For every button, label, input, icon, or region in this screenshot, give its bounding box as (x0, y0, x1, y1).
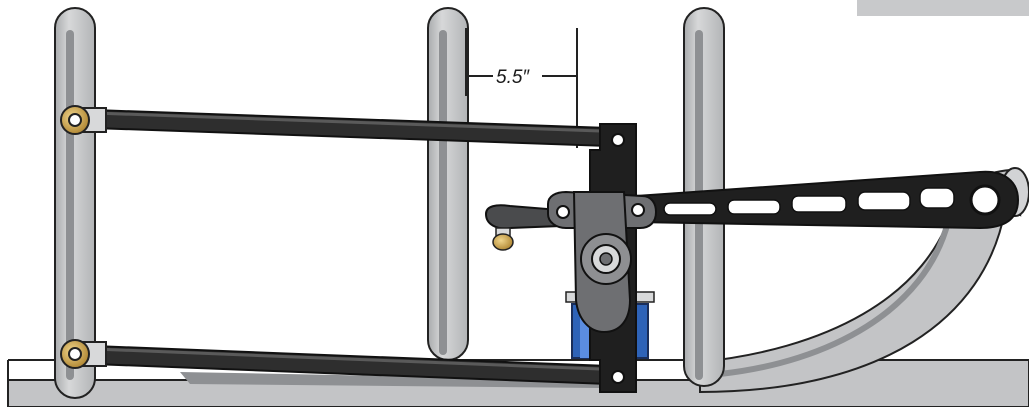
corner-box (857, 0, 1029, 16)
dimension-label: 5.5″ (496, 67, 530, 88)
steering-tie-rod (484, 204, 561, 251)
radius-arm (635, 170, 1020, 230)
upper-rod-end (60, 105, 107, 135)
lower-rod-end (60, 339, 107, 369)
steering-knuckle (547, 190, 658, 334)
vertical-tube-middle (427, 7, 469, 361)
upper-link-bar (93, 108, 609, 148)
